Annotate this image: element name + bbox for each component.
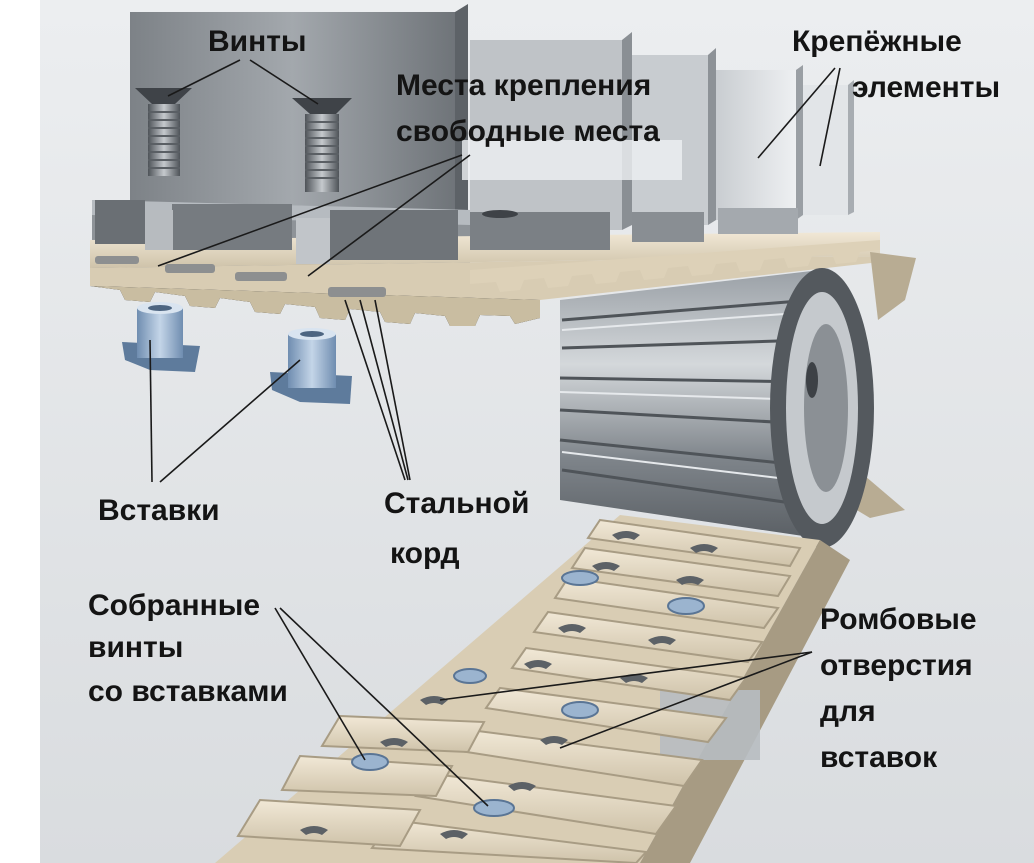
label-mount-places-line1: Места крепления: [396, 69, 652, 102]
label-steel-cord-line2: корд: [390, 537, 460, 570]
screw-2: [292, 98, 352, 192]
label-fasteners-line2: элементы: [852, 71, 1001, 104]
label-mount-places-line2: свободные места: [396, 115, 660, 148]
label-assembled-line2: винты: [88, 631, 184, 664]
clamp-blocks: [95, 200, 798, 264]
screw-1: [135, 88, 192, 176]
insert-2: [270, 328, 352, 404]
insert-1: [122, 302, 200, 372]
leader-lines: [149, 59, 841, 807]
label-fasteners-line1: Крепёжные: [792, 25, 962, 58]
label-diamond-line3: для: [820, 695, 876, 728]
fastening-plates: [130, 4, 854, 285]
label-assembled-line1: Собранные: [88, 589, 261, 622]
label-assembled-line3: со вставками: [88, 675, 288, 708]
lower-belt: [215, 515, 850, 863]
drum-pulley: [559, 252, 916, 548]
label-steel-cord-line1: Стальной: [384, 487, 530, 520]
label-inserts: Вставки: [98, 494, 220, 527]
label-diamond-line2: отверстия: [820, 649, 973, 682]
label-screws: Винты: [208, 25, 307, 58]
label-diamond-line1: Ромбовые: [820, 603, 977, 636]
label-diamond-line4: вставок: [820, 741, 938, 774]
